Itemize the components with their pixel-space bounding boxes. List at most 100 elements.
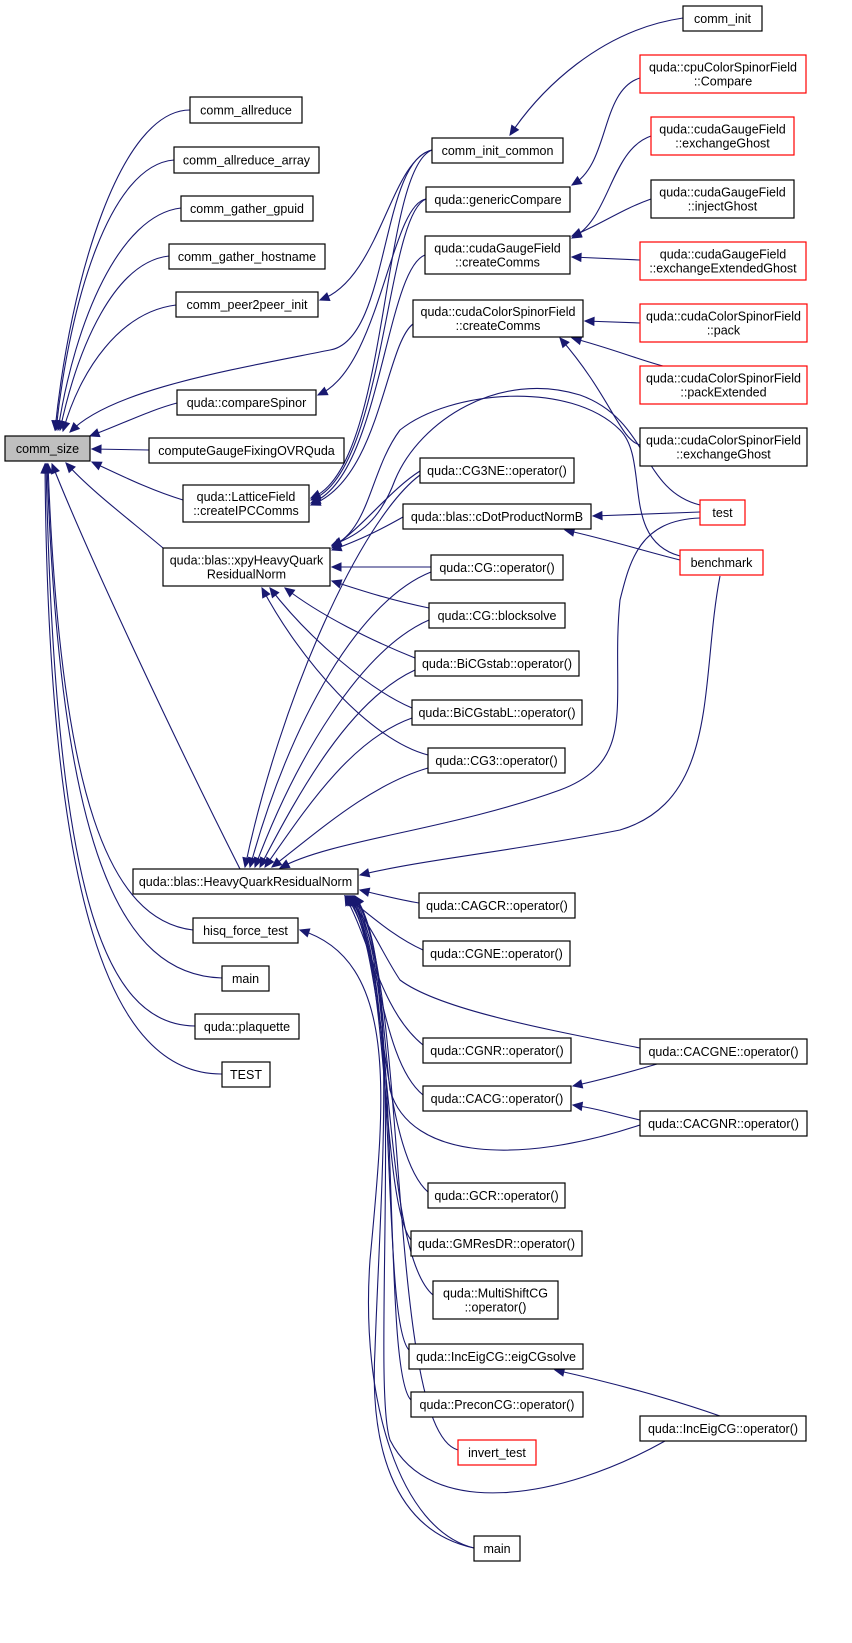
node-CG3NE[interactable]: quda::CG3NE::operator() xyxy=(419,457,575,484)
node-cudaGaugeField_exchangeGhost[interactable]: quda::cudaGaugeField::exchangeGhost xyxy=(650,116,795,156)
edge-test-to-HeavyQuarkResidualNorm xyxy=(278,517,701,869)
node-CG3[interactable]: quda::CG3::operator() xyxy=(427,747,566,774)
edge-arrowhead xyxy=(278,859,291,869)
node-comm_allreduce[interactable]: comm_allreduce xyxy=(189,96,303,124)
node-cpuColorSpinorField_Compare[interactable]: quda::cpuColorSpinorField::Compare xyxy=(639,54,807,94)
node-comm_peer2peer_init[interactable]: comm_peer2peer_init xyxy=(175,291,319,318)
edge-arrowhead xyxy=(330,579,343,589)
node-TEST[interactable]: TEST xyxy=(221,1061,271,1088)
node-hisq_force_test[interactable]: hisq_force_test xyxy=(192,917,299,944)
edge-arrowhead xyxy=(61,420,71,433)
node-CG_op[interactable]: quda::CG::operator() xyxy=(430,554,564,581)
node-MultiShiftCG[interactable]: quda::MultiShiftCG::operator() xyxy=(432,1280,559,1320)
node-box xyxy=(639,365,808,405)
node-label: quda::GCR::operator() xyxy=(434,1189,558,1203)
node-label: quda::IncEigCG::eigCGsolve xyxy=(416,1350,576,1364)
node-label: TEST xyxy=(230,1068,262,1082)
node-comm_gather_hostname[interactable]: comm_gather_hostname xyxy=(168,243,326,270)
edge-PreconCG-to-HeavyQuarkResidualNorm xyxy=(351,894,412,1401)
edge-CG_op-to-xpyHeavyQuark xyxy=(330,562,431,572)
node-PreconCG[interactable]: quda::PreconCG::operator() xyxy=(410,1391,584,1418)
node-CACGNR[interactable]: quda::CACGNR::operator() xyxy=(639,1110,808,1137)
edge-BiCGstab-to-xpyHeavyQuark xyxy=(284,587,416,659)
edge-CACGNR-to-HeavyQuarkResidualNorm xyxy=(346,895,641,1151)
node-BiCGstab[interactable]: quda::BiCGstab::operator() xyxy=(414,650,580,677)
edge-line xyxy=(344,895,424,1046)
edge-main2-to-hisq_force_test xyxy=(298,928,475,1549)
node-box xyxy=(473,1535,521,1562)
node-label: ::createIPCComms xyxy=(193,504,299,518)
node-HeavyQuarkResidualNorm[interactable]: quda::blas::HeavyQuarkResidualNorm xyxy=(132,868,359,895)
node-test[interactable]: test xyxy=(699,499,746,526)
node-comm_init_common[interactable]: comm_init_common xyxy=(431,137,564,164)
edge-comm_peer2peer_init-to-comm_size xyxy=(61,304,177,433)
node-CGNE[interactable]: quda::CGNE::operator() xyxy=(422,940,571,967)
node-cudaColorSpinorField_pack[interactable]: quda::cudaColorSpinorField::pack xyxy=(639,303,808,343)
node-box xyxy=(418,892,576,919)
node-benchmark[interactable]: benchmark xyxy=(679,549,764,576)
edge-line xyxy=(57,207,182,431)
node-cDotProductNormB[interactable]: quda::blas::cDotProductNormB xyxy=(402,503,592,530)
node-box xyxy=(148,437,345,464)
node-cudaGaugeField_createComms[interactable]: quda::cudaGaugeField::createComms xyxy=(424,235,571,275)
edge-line xyxy=(259,669,416,868)
node-comm_allreduce_array[interactable]: comm_allreduce_array xyxy=(173,146,320,174)
node-plaquette[interactable]: quda::plaquette xyxy=(194,1013,300,1040)
edge-CG3-to-HeavyQuarkResidualNorm xyxy=(271,767,429,868)
node-box xyxy=(4,435,91,462)
node-box xyxy=(173,146,320,174)
edge-line xyxy=(571,198,652,237)
node-box xyxy=(221,965,270,992)
node-CACG[interactable]: quda::CACG::operator() xyxy=(422,1085,572,1112)
node-CG_blocksolve[interactable]: quda::CG::blocksolve xyxy=(428,602,566,629)
node-CGNR[interactable]: quda::CGNR::operator() xyxy=(422,1037,572,1064)
edge-line xyxy=(45,463,196,1027)
node-CACGNE[interactable]: quda::CACGNE::operator() xyxy=(639,1038,808,1065)
node-comm_gather_gpuid[interactable]: comm_gather_gpuid xyxy=(180,195,314,222)
edge-line xyxy=(269,587,413,709)
node-box xyxy=(132,868,359,895)
node-box xyxy=(180,195,314,222)
edge-line xyxy=(284,587,416,659)
node-label: computeGaugeFixingOVRQuda xyxy=(158,444,335,458)
edge-arrowhead xyxy=(354,894,365,907)
node-label: quda::PreconCG::operator() xyxy=(420,1398,575,1412)
node-computeGaugeFixingOVRQuda[interactable]: computeGaugeFixingOVRQuda xyxy=(148,437,345,464)
edge-benchmark-to-xpyHeavyQuark xyxy=(330,395,681,557)
node-compareSpinor[interactable]: quda::compareSpinor xyxy=(176,389,317,416)
node-cudaColorSpinorField_packExtended[interactable]: quda::cudaColorSpinorField::packExtended xyxy=(639,365,808,405)
edge-BiCGstabL-to-xpyHeavyQuark xyxy=(269,587,413,709)
edge-CG_blocksolve-to-HeavyQuarkResidualNorm xyxy=(253,619,430,869)
node-BiCGstabL[interactable]: quda::BiCGstabL::operator() xyxy=(411,699,583,726)
edge-line xyxy=(572,1104,641,1121)
node-GCR[interactable]: quda::GCR::operator() xyxy=(427,1182,566,1209)
edge-arrowhead xyxy=(264,856,275,869)
node-main1[interactable]: main xyxy=(221,965,270,992)
node-main2[interactable]: main xyxy=(473,1535,521,1562)
node-box xyxy=(422,1085,572,1112)
node-IncEigCG_op[interactable]: quda::IncEigCG::operator() xyxy=(639,1415,807,1442)
node-cudaGaugeField_exchangeExtendedGhost[interactable]: quda::cudaGaugeField::exchangeExtendedGh… xyxy=(639,241,807,281)
node-label: ::createComms xyxy=(455,256,540,270)
node-comm_size[interactable]: comm_size xyxy=(4,435,91,462)
node-box xyxy=(419,457,575,484)
node-box xyxy=(699,499,746,526)
node-cudaColorSpinorField_createComms[interactable]: quda::cudaColorSpinorField::createComms xyxy=(412,299,584,338)
node-comm_init[interactable]: comm_init xyxy=(682,5,763,32)
node-CAGCR[interactable]: quda::CAGCR::operator() xyxy=(418,892,576,919)
node-invert_test[interactable]: invert_test xyxy=(457,1439,537,1466)
node-cudaGaugeField_injectGhost[interactable]: quda::cudaGaugeField::injectGhost xyxy=(650,179,795,219)
edge-line xyxy=(89,402,178,437)
node-genericCompare[interactable]: quda::genericCompare xyxy=(425,186,571,213)
edge-arrowhead xyxy=(269,587,280,599)
edge-CG3NE-to-HeavyQuarkResidualNorm xyxy=(242,474,421,869)
node-IncEigCG_eigCGsolve[interactable]: quda::IncEigCG::eigCGsolve xyxy=(408,1343,584,1370)
edge-line xyxy=(571,77,641,186)
node-GMResDR[interactable]: quda::GMResDR::operator() xyxy=(410,1230,583,1257)
node-label: quda::IncEigCG::operator() xyxy=(648,1422,798,1436)
node-cudaColorSpinorField_exchangeGhost[interactable]: quda::cudaColorSpinorField::exchangeGhos… xyxy=(639,427,808,467)
node-box xyxy=(162,547,331,587)
node-box xyxy=(402,503,592,530)
node-createIPCComms[interactable]: quda::LatticeField::createIPCComms xyxy=(182,484,310,523)
